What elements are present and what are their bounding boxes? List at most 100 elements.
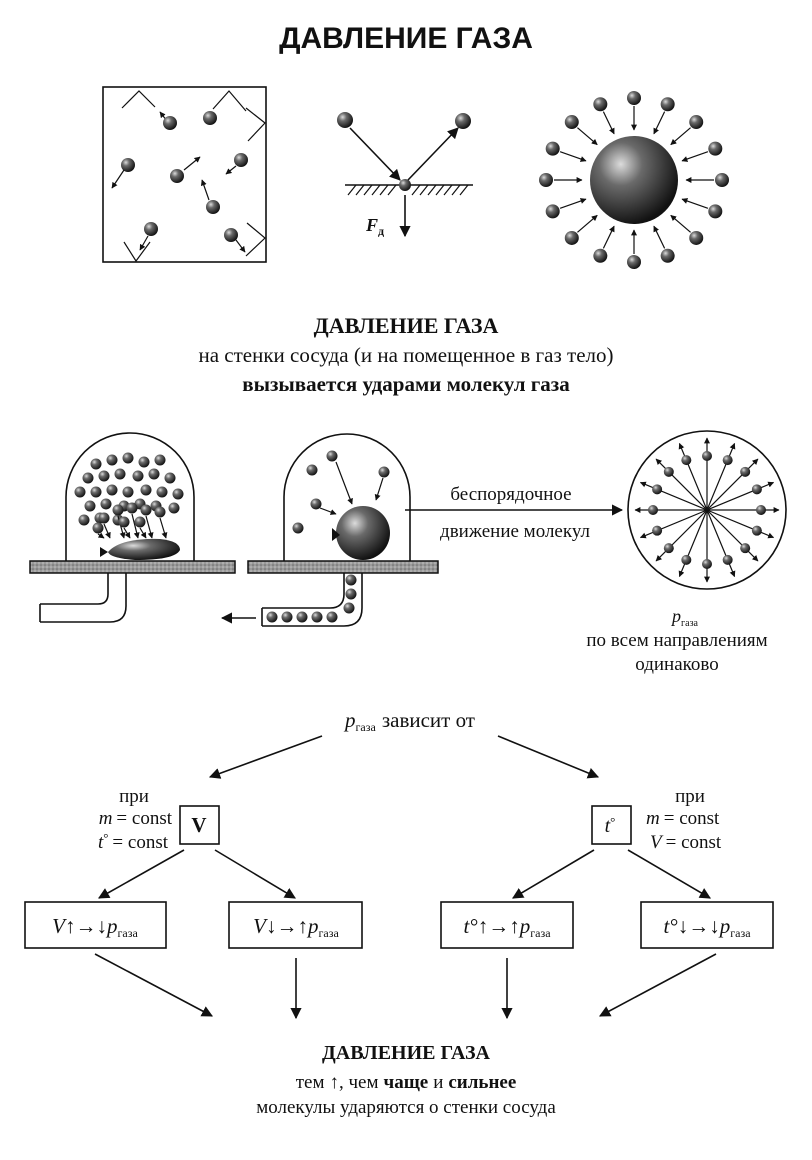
molecule: [112, 504, 124, 516]
molecule: [106, 454, 118, 466]
molecule-impact-figure: Fд: [337, 112, 473, 238]
relation-box-2: V↓→↑pгаза: [228, 901, 363, 949]
vessel-molecules-figure: [102, 86, 267, 263]
molecule: [114, 468, 126, 480]
depends-arrow-left: [208, 735, 323, 779]
molecule: [593, 248, 608, 263]
conclusion-line2: молекулы ударяются о стенки сосуда: [256, 1097, 556, 1118]
left-condition-m: m= const: [99, 808, 173, 829]
molecule: [751, 525, 762, 536]
molecule: [564, 115, 579, 130]
molecule: [132, 470, 144, 482]
base-plate: [29, 560, 236, 574]
relation-box-1: V↑→↓pгаза: [24, 901, 167, 949]
molecule: [148, 468, 160, 480]
right-condition-pri: при: [675, 786, 705, 807]
molecule: [74, 486, 86, 498]
molecule: [100, 498, 112, 510]
relation-1: V↑→↓pгаза: [52, 914, 138, 940]
equal-pressure-symbol: pгаза: [670, 606, 698, 629]
arrow-conclusion-1: [94, 953, 213, 1017]
radial-molecules: [634, 437, 780, 583]
molecule: [98, 470, 110, 482]
bell-jar-balloon-figure: [220, 433, 439, 627]
left-condition: при m= const t°= const V: [98, 786, 220, 853]
pump-tube-2: [261, 573, 363, 627]
molecule: [545, 141, 560, 156]
molecule: [98, 512, 110, 524]
right-condition-m: m= const: [646, 808, 720, 829]
arrow-to-box3: [512, 849, 595, 899]
arrow-to-box2: [214, 849, 296, 899]
right-variable-t: t°: [605, 814, 616, 837]
left-condition-pri: при: [119, 786, 149, 807]
right-condition-V: V= const: [650, 832, 722, 853]
molecule: [122, 486, 134, 498]
force-label: Fд: [365, 215, 384, 238]
molecule: [663, 543, 674, 554]
molecule: [715, 173, 729, 187]
molecule: [539, 173, 553, 187]
molecule: [702, 559, 712, 569]
molecule: [751, 484, 762, 495]
molecule: [722, 455, 733, 466]
jar2-molecules: [292, 450, 390, 534]
molecule: [593, 97, 608, 112]
molecule: [345, 574, 357, 586]
molecule: [663, 466, 674, 477]
molecule: [134, 516, 146, 528]
molecule: [266, 611, 278, 623]
motion-label-line1: беспорядочное: [450, 484, 571, 505]
molecule: [122, 452, 134, 464]
body-in-gas-figure: [539, 91, 729, 269]
right-condition: t° при m= const V= const: [591, 786, 722, 853]
molecule: [126, 502, 138, 514]
molecule: [306, 464, 318, 476]
molecule: [90, 458, 102, 470]
molecule: [90, 486, 102, 498]
equal-pressure-line1: по всем направлениям: [586, 630, 767, 651]
molecule: [708, 141, 723, 156]
molecule: [681, 554, 692, 565]
inflated-balloon: [336, 506, 390, 560]
molecule: [326, 611, 338, 623]
molecule: [627, 91, 641, 105]
molecule: [652, 484, 663, 495]
motion-label-line2: движение молекул: [440, 521, 590, 542]
page-title: ДАВЛЕНИЕ ГАЗА: [279, 22, 533, 55]
relation-3: t°↑→↑pгаза: [463, 914, 551, 940]
molecule: [281, 611, 293, 623]
molecule: [564, 230, 579, 245]
molecule: [292, 522, 304, 534]
relation-box-4: t°↓→↓pгаза: [640, 901, 774, 949]
left-variable-V: V: [191, 813, 206, 837]
molecule: [627, 255, 641, 269]
molecule: [660, 248, 675, 263]
molecule: [78, 514, 90, 526]
molecule: [311, 611, 323, 623]
molecule: [140, 484, 152, 496]
bell-jar-evacuated-figure: [29, 432, 236, 623]
arrow-to-box1: [98, 849, 185, 899]
jar1-molecules: [74, 452, 184, 539]
molecule: [545, 204, 560, 219]
relation-2: V↓→↑pгаза: [253, 914, 339, 940]
molecule: [689, 115, 704, 130]
molecule: [722, 554, 733, 565]
molecule: [106, 484, 118, 496]
surface-hatching: [347, 184, 469, 196]
pump-tube: [40, 573, 127, 623]
isotropic-pressure-figure: [627, 430, 787, 590]
molecule: [84, 500, 96, 512]
molecule: [689, 230, 704, 245]
conclusion-heading: ДАВЛЕНИЕ ГАЗА: [322, 1042, 491, 1064]
definition-line1: на стенки сосуда (и на помещенное в газ …: [198, 343, 613, 367]
bell-jar: [65, 432, 195, 561]
depends-arrow-right: [497, 735, 600, 779]
molecule: [154, 506, 166, 518]
molecule: [156, 486, 168, 498]
molecule: [168, 502, 180, 514]
arrow-conclusion-4: [599, 953, 717, 1017]
